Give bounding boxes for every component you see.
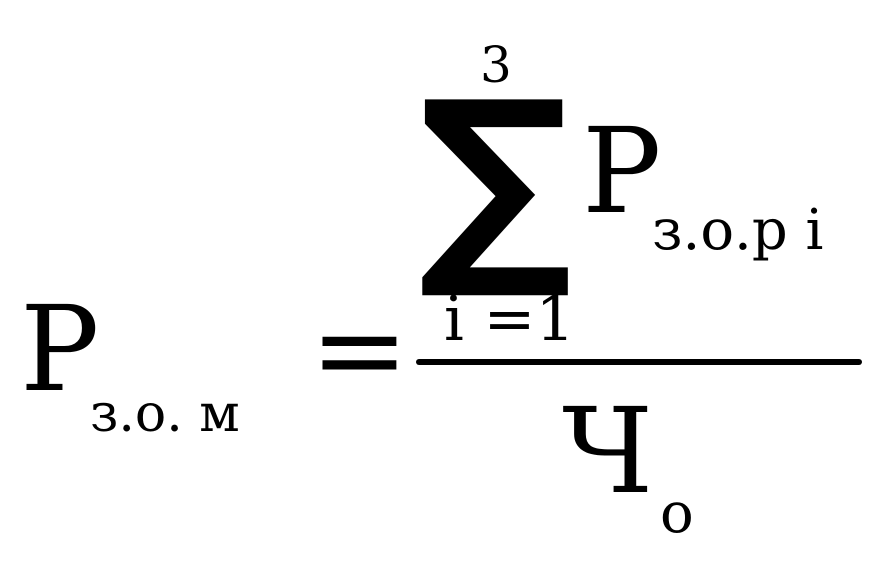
summation-sign: ∑ — [418, 54, 573, 305]
numerator-symbol: P — [582, 102, 662, 240]
fraction-bar — [416, 359, 862, 365]
denominator-subscript: о — [660, 481, 694, 546]
denominator-symbol: Ч — [562, 382, 654, 520]
lhs-symbol: P — [20, 280, 100, 418]
sum-lower-limit: i =1 — [444, 282, 575, 355]
equals-sign: = — [310, 280, 409, 418]
lhs-subscript: з.о. м — [90, 384, 240, 444]
sum-upper-limit: 3 — [480, 36, 512, 94]
numerator-subscript: з.о.р i — [652, 198, 824, 263]
